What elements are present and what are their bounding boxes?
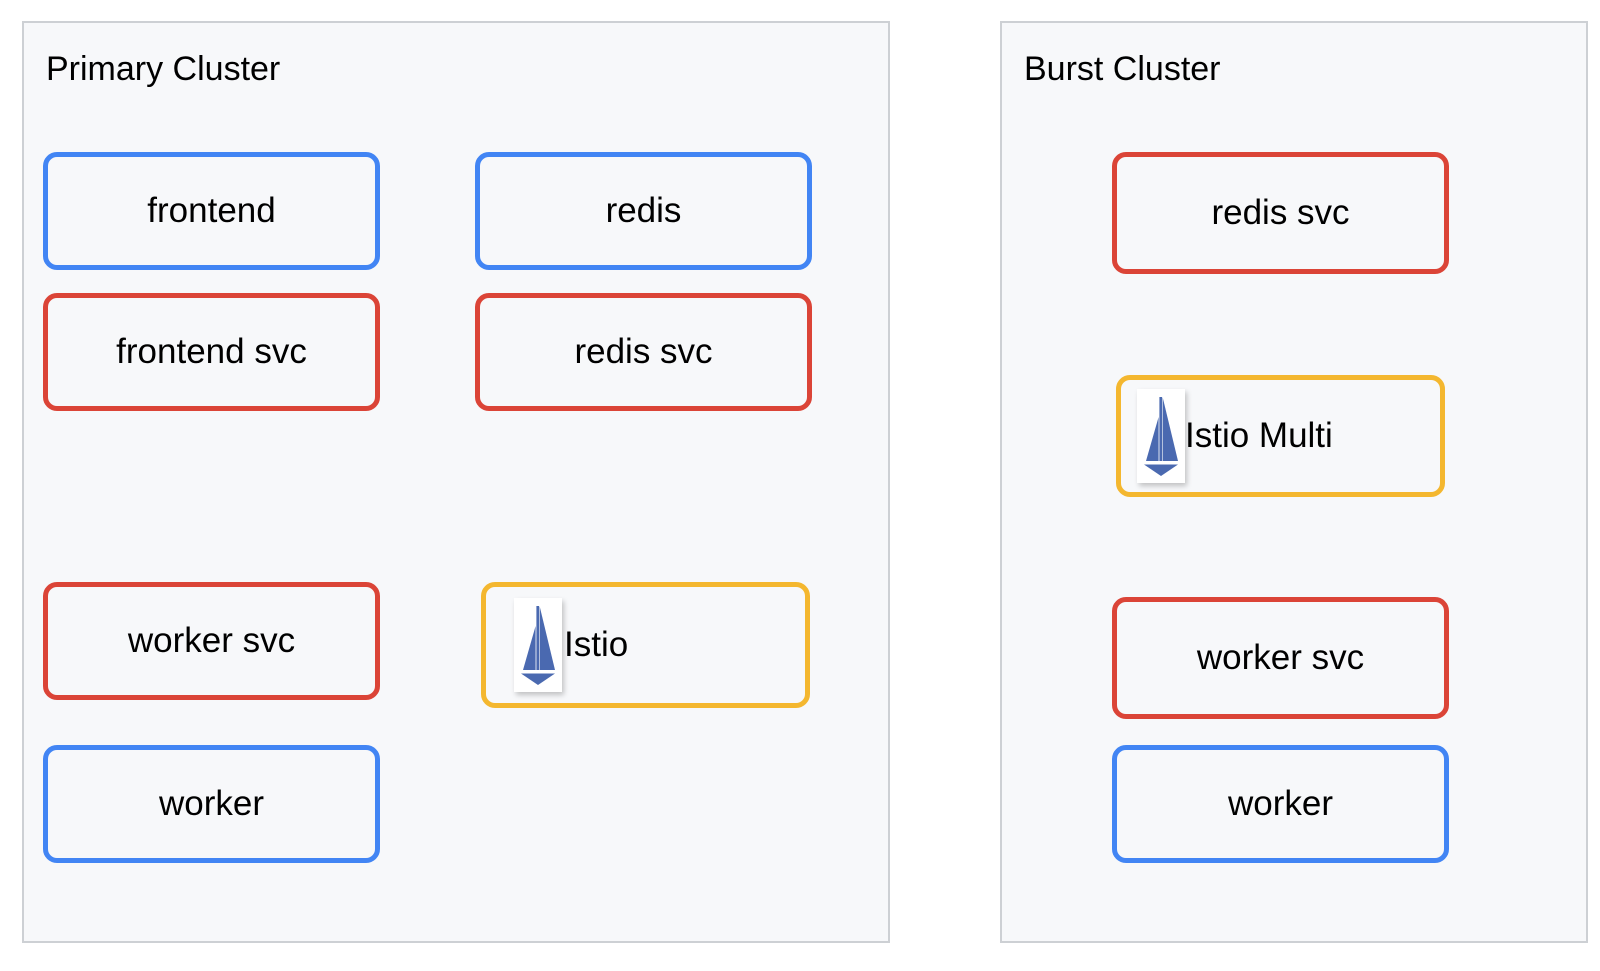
node-burst-istio-multi-label: Istio Multi [1185,416,1333,455]
node-redis-svc[interactable]: redis svc [475,293,812,411]
node-redis-label: redis [605,191,682,230]
node-burst-worker-svc-label: worker svc [1196,638,1365,677]
node-worker-svc-label: worker svc [127,621,296,660]
node-frontend-svc[interactable]: frontend svc [43,293,380,411]
node-frontend-svc-label: frontend svc [116,332,307,371]
node-frontend[interactable]: frontend [43,152,380,270]
node-redis-svc-label: redis svc [574,332,713,371]
node-burst-worker-svc[interactable]: worker svc [1112,597,1449,719]
node-frontend-label: frontend [147,191,276,230]
node-burst-worker[interactable]: worker [1112,745,1449,863]
node-burst-istio-multi[interactable]: Istio Multi [1116,375,1445,497]
node-burst-worker-label: worker [1227,784,1334,823]
node-burst-redis-svc-label: redis svc [1211,193,1350,232]
node-worker-label: worker [158,784,265,823]
istio-sailboat-icon [514,598,562,692]
node-burst-redis-svc[interactable]: redis svc [1112,152,1449,274]
cluster-burst-title: Burst Cluster [1024,50,1221,88]
node-worker[interactable]: worker [43,745,380,863]
node-redis[interactable]: redis [475,152,812,270]
istio-sailboat-icon [1137,389,1185,483]
cluster-primary-title: Primary Cluster [46,50,281,88]
node-istio[interactable]: Istio [481,582,810,708]
node-worker-svc[interactable]: worker svc [43,582,380,700]
node-istio-label: Istio [564,625,629,664]
